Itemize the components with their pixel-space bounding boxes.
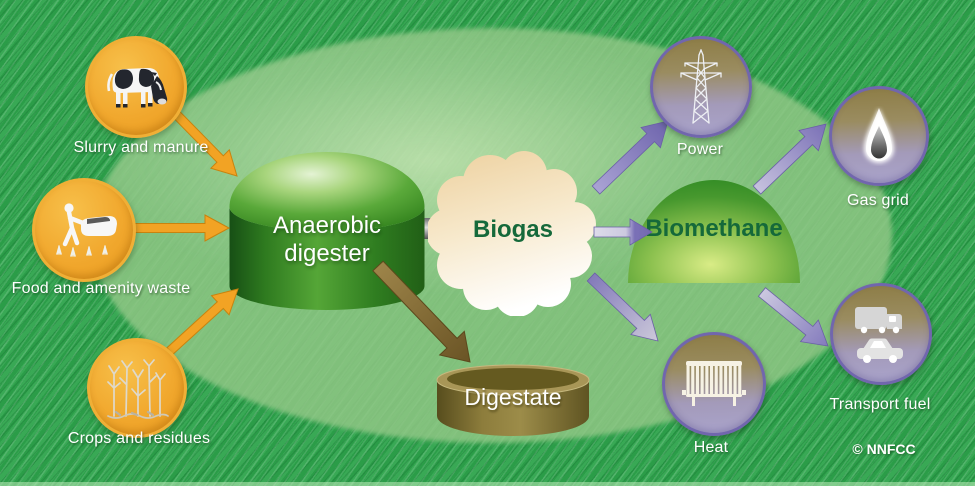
digester-label-line1: Anaerobic: [272, 212, 382, 239]
digestate-label: Digestate: [464, 384, 562, 410]
crops-icon: [107, 359, 169, 419]
pylon-icon: [680, 49, 722, 124]
arrow-food-to-digester: [133, 214, 231, 242]
output-circle-heat: [662, 332, 766, 436]
cow-icon: [107, 68, 168, 108]
biogas-cloud-shape: [426, 151, 596, 317]
output-circle-transport-fuel: [830, 283, 932, 385]
label-gas-grid: Gas grid: [846, 192, 910, 209]
vehicles-icon: [855, 307, 903, 363]
mower-icon: [56, 203, 117, 257]
digester-tank-shape: [229, 152, 425, 310]
arrow-biomethane-to-transport: [757, 287, 829, 347]
anaerobic-digester-label: Anaerobic digester: [228, 212, 426, 268]
digestate-tub-shape: [436, 364, 590, 436]
flame-icon: [864, 108, 894, 163]
arrow-biogas-to-biomethane: [593, 218, 653, 246]
radiator-icon: [682, 361, 746, 406]
biomethane-label: Biomethane: [645, 215, 783, 242]
digester-label-line2: digester: [284, 240, 370, 267]
digestate-node: Digestate: [434, 358, 592, 442]
label-food-amenity-waste: Food and amenity waste: [11, 280, 191, 297]
label-power: Power: [676, 141, 724, 158]
biogas-label: Biogas: [472, 216, 553, 243]
label-heat: Heat: [693, 439, 729, 456]
copyright-text: © NNFCC: [852, 441, 916, 457]
arrow-biogas-to-power: [591, 120, 669, 195]
output-circle-power: [650, 36, 752, 138]
arrow-biogas-to-heat: [586, 272, 659, 342]
biogas-node: Biogas: [426, 148, 598, 317]
label-crops-residues: Crops and residues: [67, 430, 211, 447]
arrow-crops-to-digester: [166, 288, 239, 356]
input-circle-slurry-manure: [85, 36, 187, 138]
arrow-slurry-to-digester: [168, 106, 238, 177]
arrow-biomethane-to-gasgrid: [752, 123, 827, 195]
arrow-digester-to-digestate: [372, 260, 471, 363]
label-transport-fuel: Transport fuel: [829, 396, 931, 413]
input-circle-food-amenity-waste: [32, 178, 136, 282]
biomethane-node: Biomethane: [626, 177, 802, 285]
output-circle-gas-grid: [829, 86, 929, 186]
label-slurry-manure: Slurry and manure: [73, 139, 209, 156]
biomethane-dome-shape: [628, 180, 800, 283]
input-circle-crops-residues: [87, 338, 187, 438]
anaerobic-digester-node: Anaerobic digester: [228, 150, 426, 314]
